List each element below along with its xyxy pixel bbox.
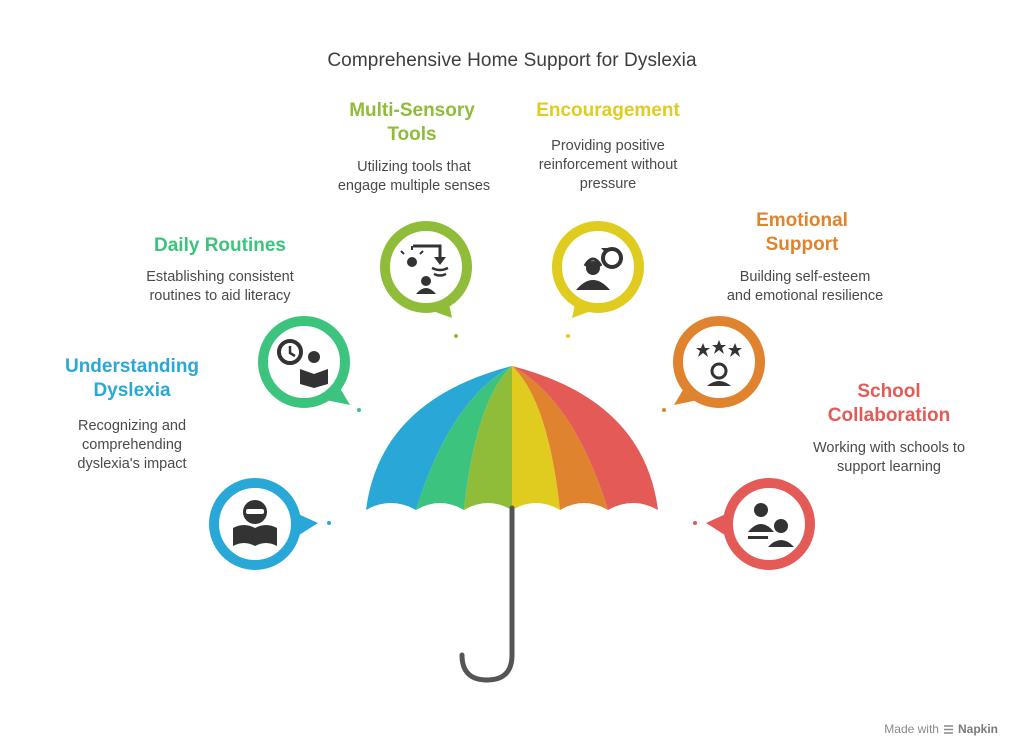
umbrella-shaft — [459, 505, 515, 683]
bubble-daily-routines — [258, 316, 361, 412]
bubble-understanding-dyslexia — [209, 478, 331, 570]
sensory-tools-icon — [400, 244, 449, 294]
reading-child-icon — [233, 500, 277, 546]
bubble-school-collaboration — [693, 478, 815, 570]
umbrella-panel-6 — [512, 366, 658, 510]
teacher-student-icon — [748, 503, 794, 547]
umbrella-panel-2 — [416, 366, 512, 510]
umbrella-panel-4 — [512, 366, 560, 510]
watermark: Made with Napkin — [884, 722, 998, 736]
stars-person-icon — [696, 340, 742, 386]
watermark-prefix: Made with — [884, 722, 939, 736]
umbrella-panel-1 — [366, 366, 512, 510]
section-title-daily-routines: Daily Routines — [154, 235, 286, 256]
watermark-brand: Napkin — [957, 722, 998, 736]
umbrella-panel-3 — [464, 366, 512, 510]
clock-reader-icon — [277, 339, 328, 388]
page-title: Comprehensive Home Support for Dyslexia — [327, 50, 697, 71]
bubble-emotional-support — [662, 316, 765, 412]
napkin-logo-icon — [943, 724, 953, 734]
encouragement-icon — [576, 247, 623, 290]
bubble-multi-sensory-tools — [380, 221, 472, 338]
section-title-encouragement: Encouragement — [536, 100, 680, 121]
umbrella-panel-5 — [512, 366, 608, 510]
